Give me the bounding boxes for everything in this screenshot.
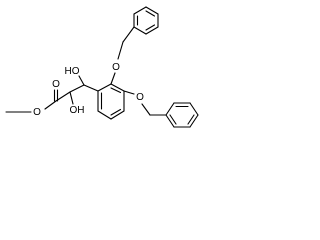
atom-oh-lower: OH [70, 105, 85, 116]
bond-c-oh-upper [78, 75, 85, 86]
central-aromatic-ring [97, 83, 125, 120]
bond-c-c [69, 84, 85, 93]
double-bond-inner [145, 10, 156, 17]
bond-c-carbonyl [55, 91, 71, 102]
atom-o-ether-upper: O [112, 62, 120, 73]
bond-ring-choh [83, 84, 99, 92]
bond-ch2-oxygen [117, 41, 124, 60]
double-bond-inner [110, 87, 122, 94]
bond [145, 26, 159, 35]
bond-ring-oxygen [123, 90, 135, 95]
double-bond-inner [169, 114, 177, 125]
bond [165, 102, 175, 116]
lower-benzyl-ring [165, 102, 199, 128]
bond [110, 83, 125, 92]
bond [189, 114, 199, 128]
bond [110, 110, 125, 120]
atom-o-ether-lower: O [136, 92, 144, 103]
atom-oh-upper: HO [65, 66, 80, 77]
double-bond-inner [187, 114, 195, 125]
bond [189, 102, 199, 116]
atom-o-carbonyl: O [52, 79, 60, 90]
bond [97, 110, 112, 120]
bond [97, 83, 112, 92]
bond-c-omethoxy [44, 100, 57, 110]
bond-oxygen-ch2 [141, 103, 151, 116]
atom-o-methoxy: O [33, 107, 41, 118]
bond-c-oh-lower [69, 91, 74, 105]
double-bond-inner [145, 24, 156, 31]
double-bond-inner [110, 108, 122, 116]
bond [165, 114, 175, 128]
bond [133, 6, 147, 15]
bond-benzyl-ch2 [122, 26, 135, 43]
upper-benzyl-ring [133, 6, 159, 35]
bond-oxygen-ring [110, 72, 116, 85]
bond [145, 6, 159, 15]
chemical-structure: O O HO OH O O [5, 6, 199, 128]
bond [133, 26, 147, 35]
